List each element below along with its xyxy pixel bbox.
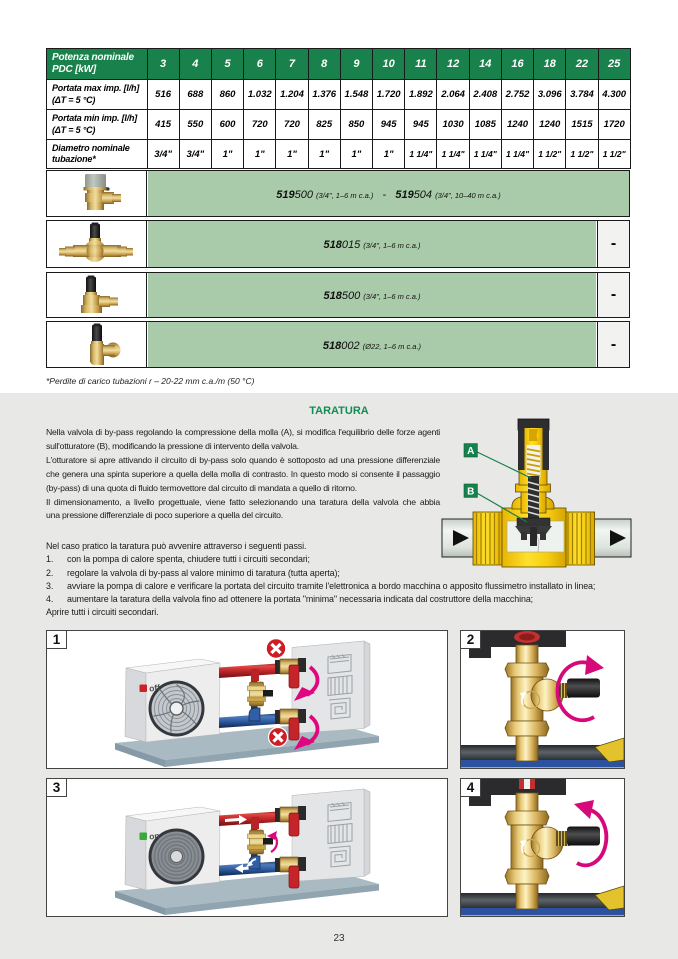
svg-text:A: A: [467, 446, 474, 457]
svg-text:B: B: [467, 486, 474, 497]
svg-text:on: on: [149, 830, 160, 841]
svg-text:off: off: [149, 682, 161, 693]
